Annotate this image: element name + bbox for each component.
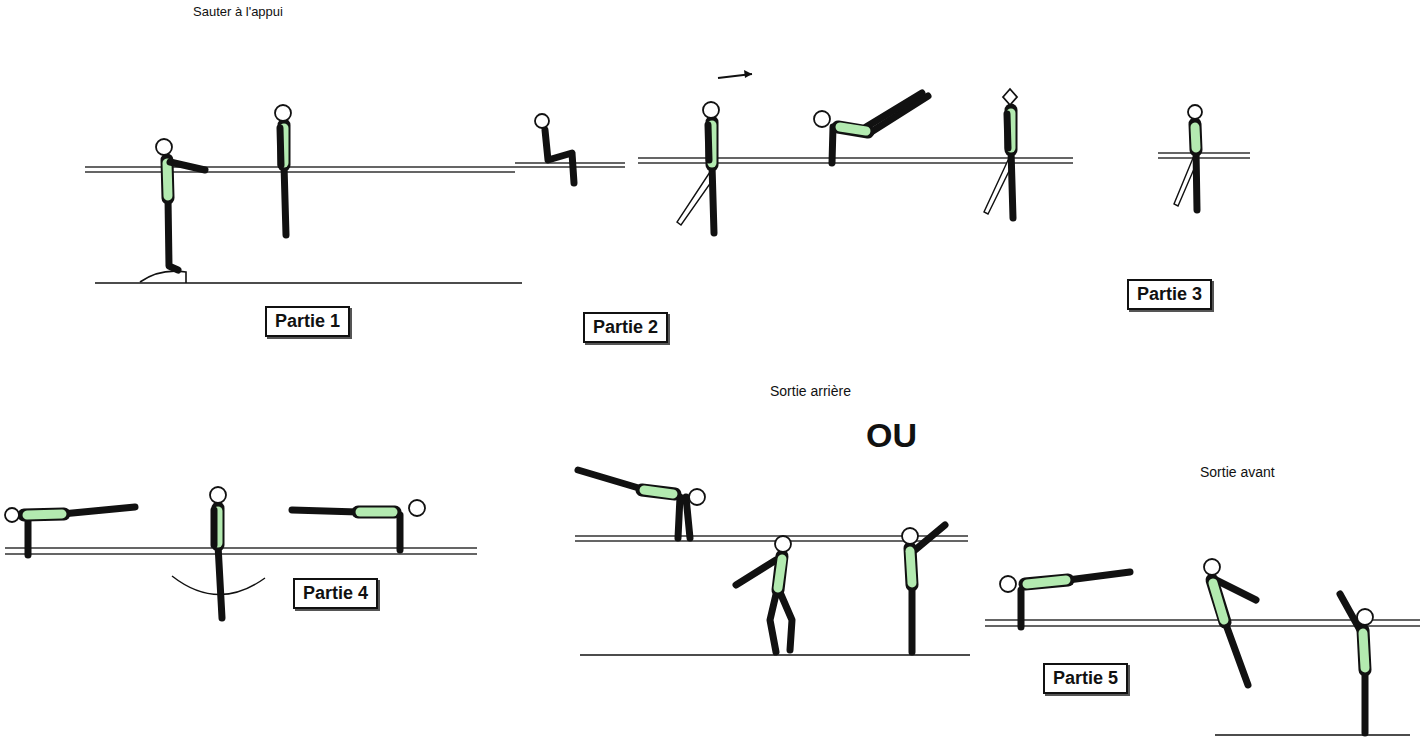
gymnast-figure (172, 487, 265, 618)
gymnast-figure (814, 93, 928, 163)
gymnast-figure (736, 536, 792, 652)
part-label: Partie 4 (303, 583, 368, 604)
ground-lines (95, 271, 1410, 735)
gymnast-figure (578, 470, 705, 538)
gymnast-figure (1174, 105, 1202, 210)
part-label: Partie 5 (1053, 668, 1118, 689)
section-caption: Sortie avant (1200, 464, 1275, 480)
section-caption: Sortie arrière (770, 383, 851, 399)
gymnast-figure (292, 500, 425, 550)
part-label: Partie 3 (1137, 284, 1202, 305)
part-box: Partie 3 (1127, 279, 1212, 310)
separator-word: OU (866, 416, 917, 455)
bars (5, 153, 1420, 626)
direction-arrow (718, 70, 752, 78)
part-box: Partie 1 (265, 306, 350, 337)
gymnast-figure (275, 105, 291, 235)
gymnast-figure (535, 114, 574, 183)
gymnast-figure (1340, 594, 1373, 733)
gymnast-figure (984, 89, 1017, 218)
part-box: Partie 5 (1043, 663, 1128, 694)
part-label: Partie 2 (593, 317, 658, 338)
gymnast-figure (5, 507, 135, 555)
gymnast-figure (156, 139, 205, 270)
gymnast-figure (1000, 572, 1130, 627)
part-box: Partie 2 (583, 312, 668, 343)
gymnast-figure (902, 525, 945, 652)
section-caption: Sauter à l'appui (193, 4, 283, 19)
gymnast-figure (1204, 559, 1256, 685)
gymnast-figure (677, 102, 719, 233)
part-label: Partie 1 (275, 311, 340, 332)
part-box: Partie 4 (293, 578, 378, 609)
